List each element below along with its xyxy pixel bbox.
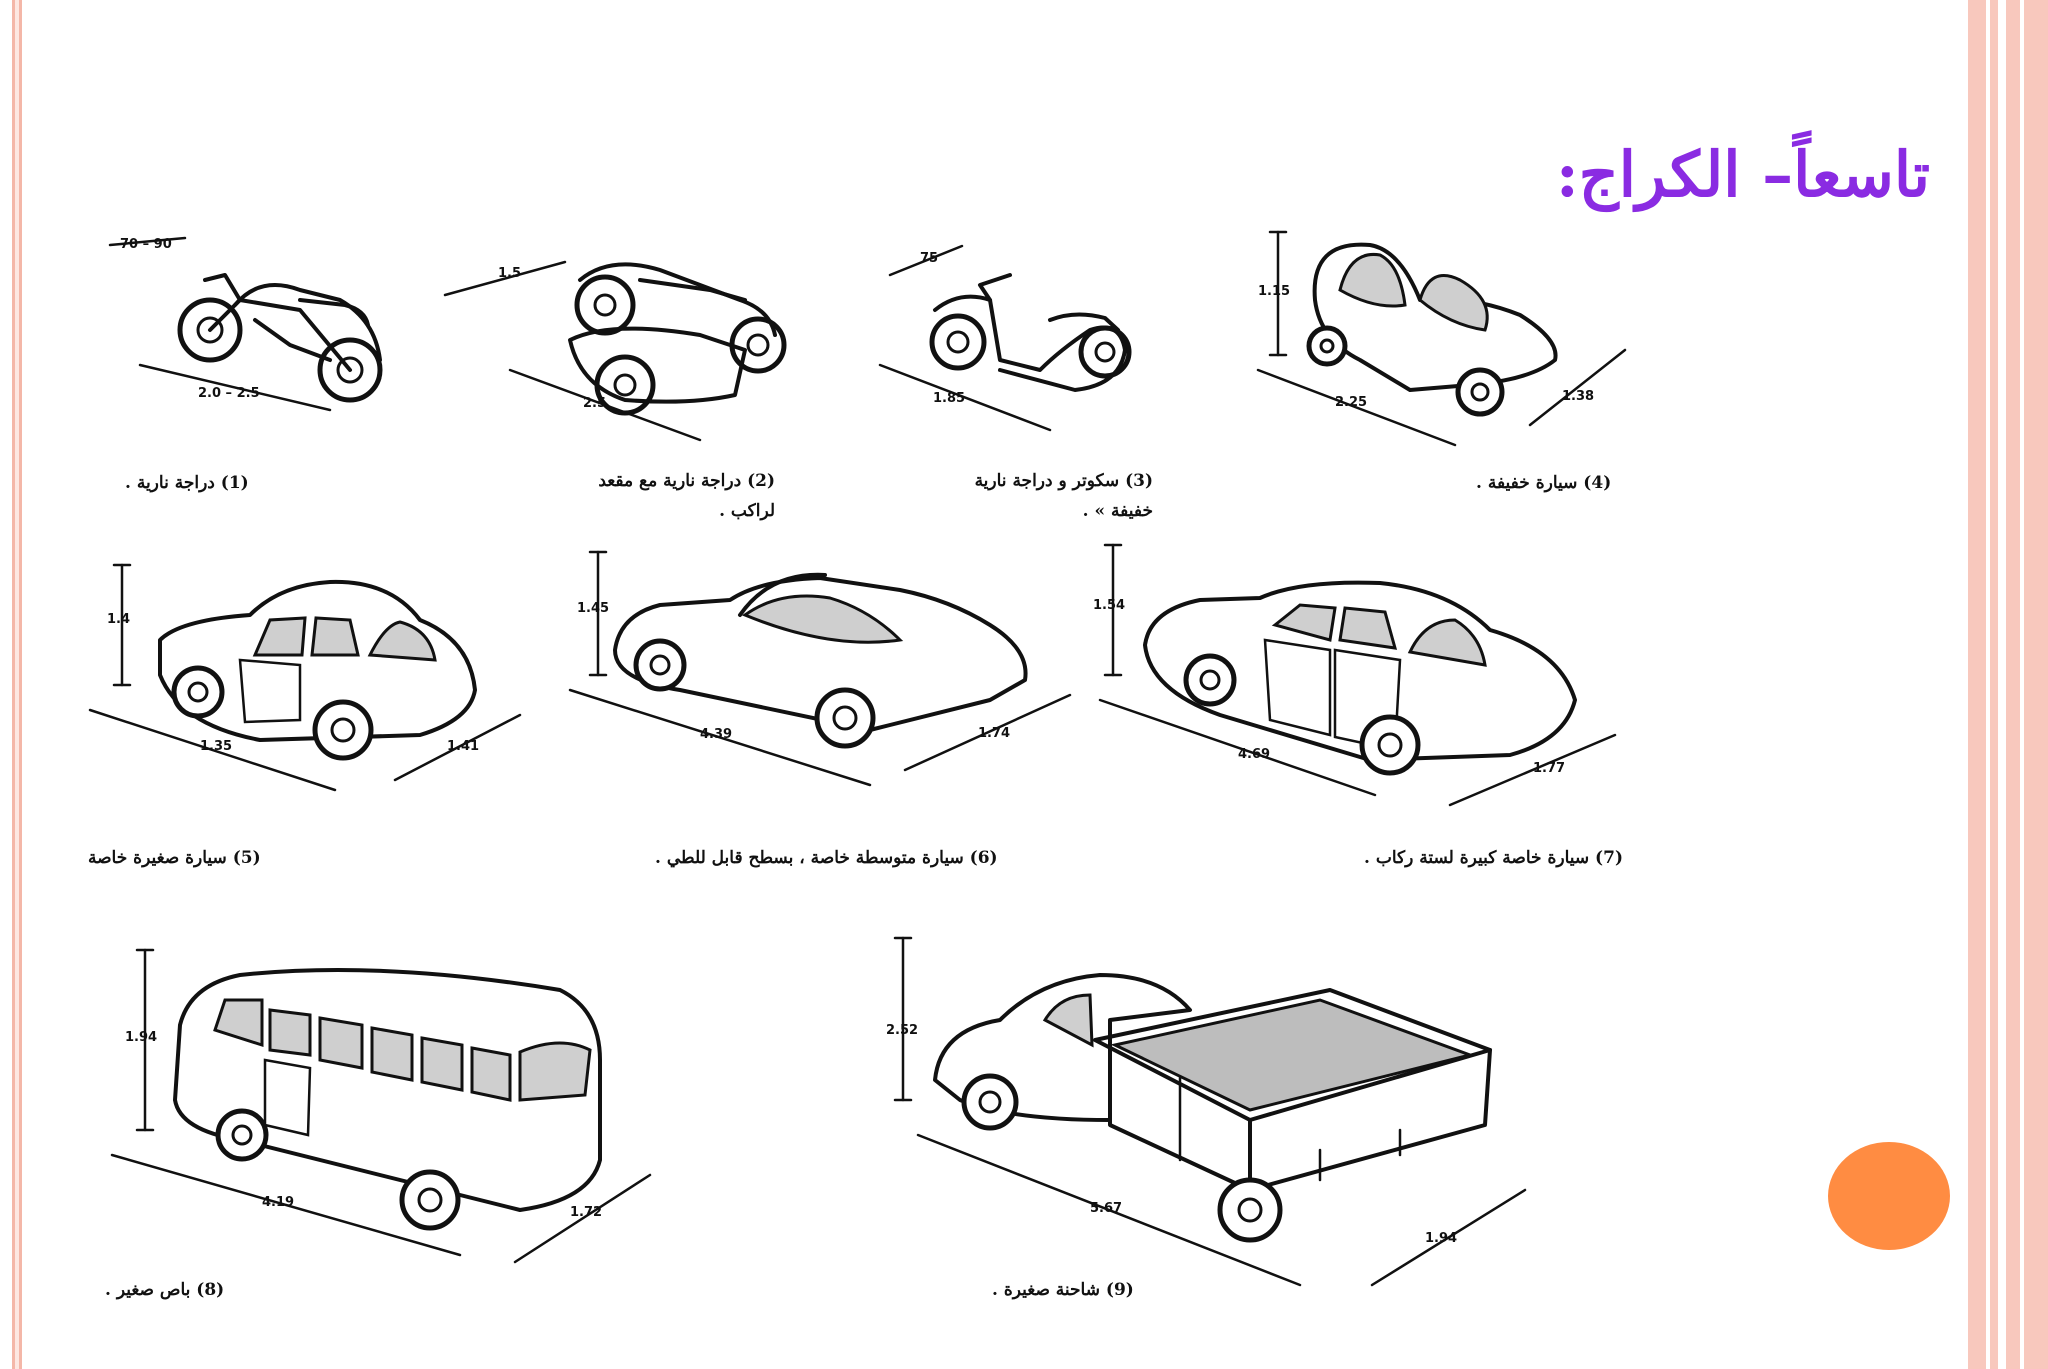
vehicle-4-dim-2: 2.25 bbox=[1335, 395, 1367, 410]
vehicle-8-dim-1: 1.94 bbox=[125, 1030, 157, 1045]
vehicle-5-small-car bbox=[88, 563, 522, 792]
vehicle-1-dim-1: 70 – 90 bbox=[120, 237, 172, 252]
vehicle-2-dim-2: 2.5 bbox=[583, 396, 606, 411]
vehicle-7-dim-3: 1.77 bbox=[1533, 761, 1565, 776]
vehicle-2-dim-1: 1.5 bbox=[498, 266, 521, 281]
vehicle-5-dim-2: 1.35 bbox=[200, 739, 232, 754]
accent-dot bbox=[1828, 1142, 1950, 1250]
vehicle-4-caption: (4) سيارة خفيفة . bbox=[1476, 473, 1612, 493]
vehicle-4-dim-1: 1.15 bbox=[1258, 284, 1290, 299]
vehicle-8-dim-3: 1.72 bbox=[570, 1205, 602, 1220]
vehicle-6-dim-3: 1.74 bbox=[978, 726, 1010, 741]
slide-frame-right bbox=[1968, 0, 2048, 1369]
vehicle-9-dim-3: 1.94 bbox=[1425, 1231, 1457, 1246]
vehicle-9-caption: (9) شاحنة صغيرة . bbox=[992, 1280, 1134, 1300]
vehicle-3-scooter bbox=[878, 244, 1132, 432]
vehicle-6-convertible bbox=[568, 550, 1072, 787]
vehicle-2-motorcycle-sidecar bbox=[443, 260, 787, 442]
vehicle-7-large-car bbox=[1098, 543, 1617, 807]
vehicle-8-minibus bbox=[110, 948, 652, 1264]
vehicle-4-dim-3: 1.38 bbox=[1562, 389, 1594, 404]
slide-title: تاسعاً– الكراج: bbox=[1555, 138, 1930, 211]
vehicle-2-caption: (2) دراجة نارية مع مقعد لراكب . bbox=[598, 471, 775, 521]
vehicle-1-motorcycle bbox=[108, 236, 383, 412]
vehicle-8-caption: (8) باص صغير . bbox=[105, 1280, 225, 1300]
vehicle-3-dim-2: 1.85 bbox=[933, 391, 965, 406]
vehicle-1-dim-2: 2.0 – 2.5 bbox=[198, 386, 260, 401]
vehicle-8-dim-2: 4.19 bbox=[262, 1195, 294, 1210]
vehicle-5-caption: (5) سيارة صغيرة خاصة bbox=[88, 848, 261, 868]
vehicle-6-dim-2: 4.39 bbox=[700, 727, 732, 742]
vehicle-9-dim-1: 2.52 bbox=[886, 1023, 918, 1038]
vehicle-6-dim-1: 1.45 bbox=[577, 601, 609, 616]
vehicle-4-bubble-car bbox=[1256, 230, 1627, 447]
vehicle-6-caption: (6) سيارة متوسطة خاصة ، بسطح قابل للطي . bbox=[655, 848, 998, 868]
vehicle-5-dim-3: 1.41 bbox=[447, 739, 479, 754]
vehicle-9-small-truck bbox=[893, 936, 1527, 1287]
vehicle-7-caption: (7) سيارة خاصة كبيرة لستة ركاب . bbox=[1364, 848, 1623, 868]
vehicle-3-caption: (3) سكوتر و دراجة نارية خفيفة » . bbox=[974, 471, 1153, 521]
vehicle-9-dim-2: 5.67 bbox=[1090, 1201, 1122, 1216]
slide-frame-left bbox=[12, 0, 22, 1369]
vehicle-3-dim-1: 75 bbox=[920, 251, 938, 266]
vehicle-7-dim-2: 4.69 bbox=[1238, 747, 1270, 762]
vehicle-1-caption: (1) دراجة نارية . bbox=[125, 473, 249, 493]
vehicle-5-dim-1: 1.4 bbox=[107, 612, 130, 627]
vehicle-7-dim-1: 1.54 bbox=[1093, 598, 1125, 613]
